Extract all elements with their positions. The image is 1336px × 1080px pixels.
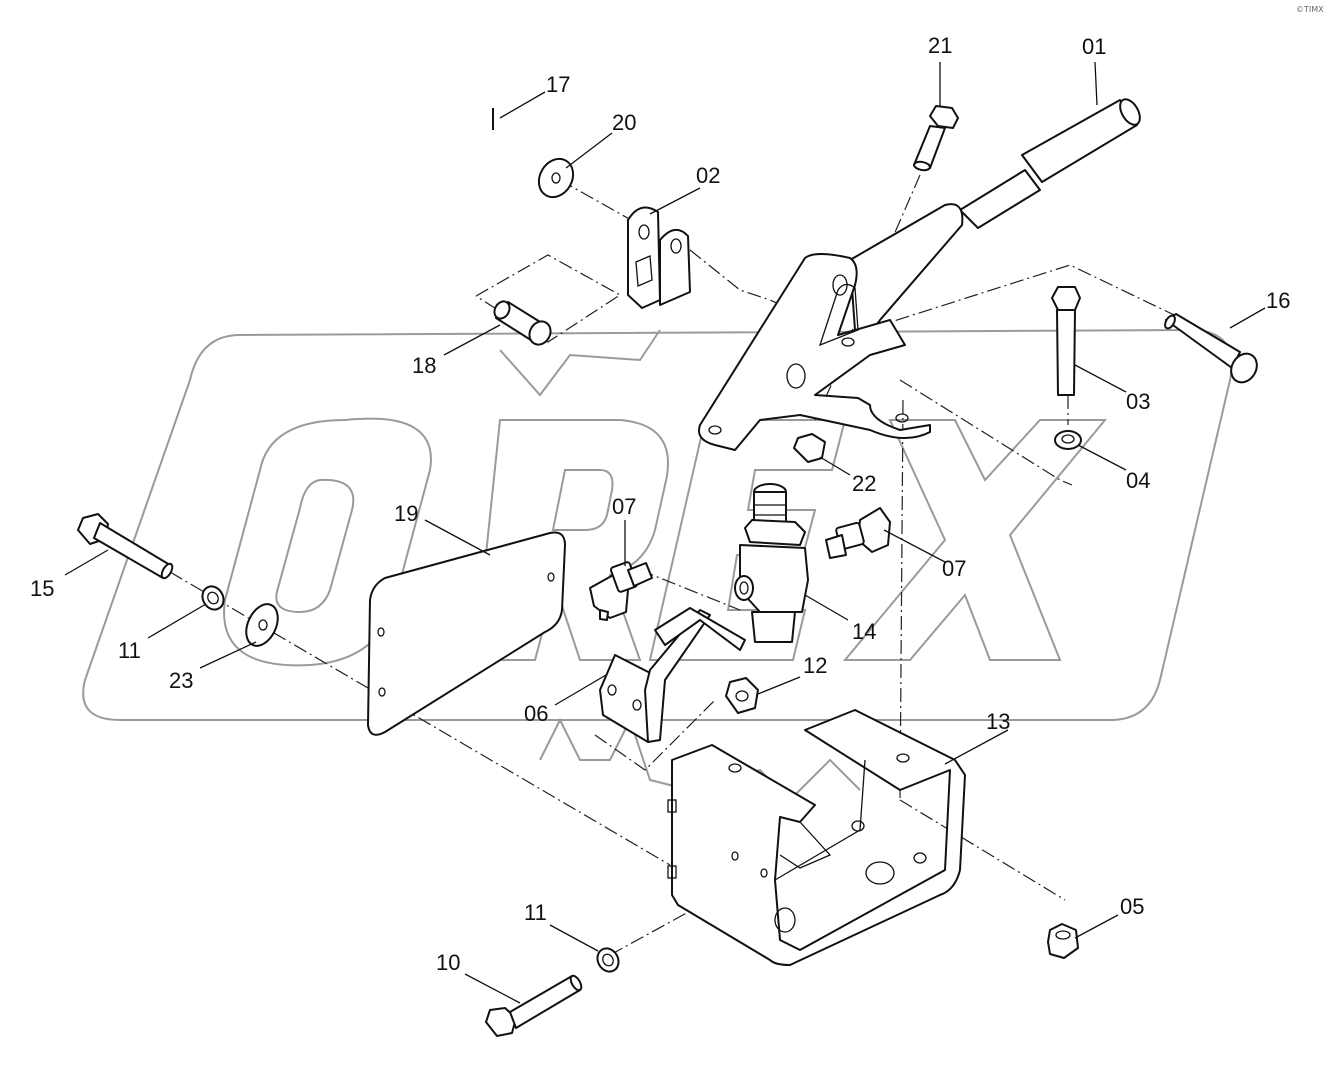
part-04-washer [1054,430,1082,450]
callout-13: 13 [986,709,1010,734]
callout-12: 12 [803,653,827,678]
part-22-nut [793,433,826,463]
part-05-nut [1047,923,1079,959]
part-20-washer [537,157,575,199]
callout-labels: 01 02 03 04 05 06 07 07 10 11 11 12 13 1… [30,33,1290,975]
callout-07-left: 07 [612,494,636,519]
part-19-plate [367,531,566,736]
part-21-bolt [913,105,959,172]
part-18-bushing [493,300,552,346]
callout-03: 03 [1126,389,1150,414]
callout-11-upper: 11 [118,638,141,663]
callout-19: 19 [394,501,418,526]
part-14-valve [734,483,809,643]
part-13-mounting-bracket [667,709,966,966]
part-02-clevis [627,206,691,309]
leader-lines [64,61,1266,1004]
part-12-nut [725,677,759,714]
callout-15: 15 [30,576,54,601]
part-15-bolt [77,513,174,580]
callout-06: 06 [524,701,548,726]
callout-14: 14 [852,619,876,644]
callout-21: 21 [928,33,952,58]
part-07-fitting-right [825,507,891,559]
callout-01: 01 [1082,34,1106,59]
part-07-fitting-left [589,561,653,621]
callout-10: 10 [436,950,460,975]
part-23-washer [245,603,279,647]
callout-23: 23 [169,668,193,693]
callout-07-right: 07 [942,556,966,581]
callout-16: 16 [1266,288,1290,313]
callout-02: 02 [696,163,720,188]
callout-20: 20 [612,110,636,135]
part-06-bracket [599,607,746,743]
callout-18: 18 [412,353,436,378]
callout-17: 17 [546,72,570,97]
part-11-washer-upper [201,585,225,611]
part-03-bolt [1051,286,1081,396]
part-10-bolt [485,974,583,1037]
part-01-hand-lever [698,98,1141,451]
part-16-pin [1164,313,1258,384]
callout-22: 22 [852,471,876,496]
callout-05: 05 [1120,894,1144,919]
corner-mark: ©TIMX [1296,5,1324,14]
callout-04: 04 [1126,468,1150,493]
callout-11-lower: 11 [524,900,547,925]
part-11-washer-lower [596,947,620,973]
